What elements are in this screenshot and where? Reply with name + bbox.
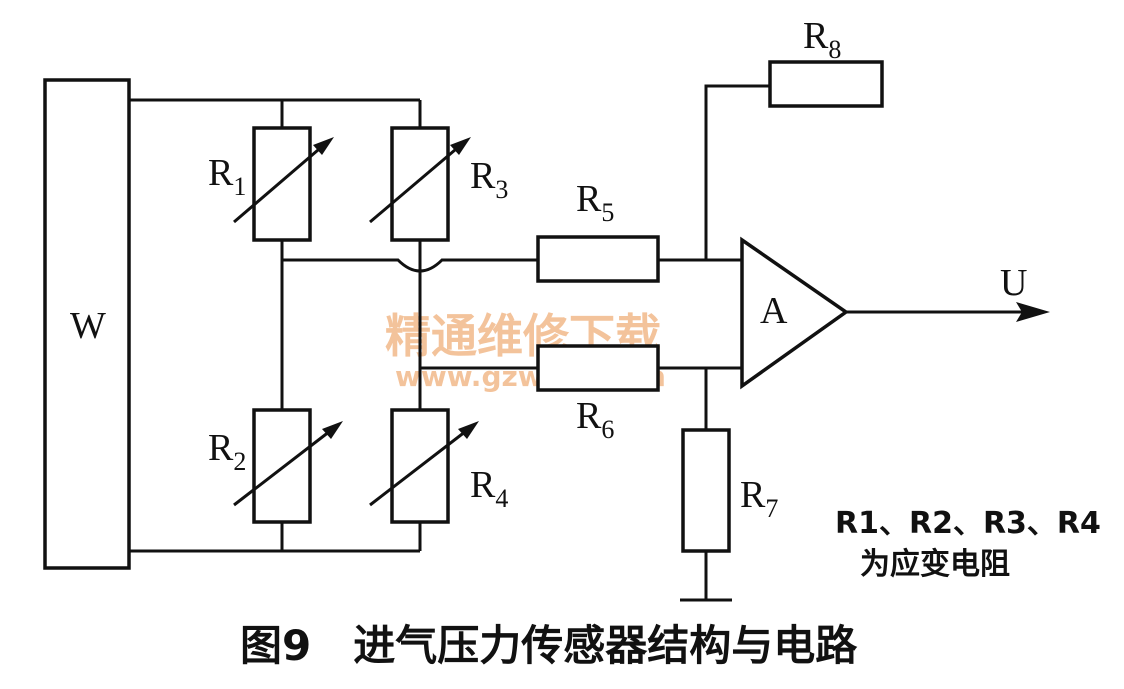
resistor-r7 [681,428,731,553]
figure-caption: 图9 进气压力传感器结构与电路 [240,621,858,670]
r3-adjust-arrow-icon [450,137,471,155]
resistor-r8 [768,60,884,108]
r7-label: R7 [740,474,778,523]
r4-adjust-arrow-icon [458,421,479,439]
resistor-r3 [369,126,471,242]
bridge-to-r5-wire [282,258,538,273]
r1-label: R1 [208,152,246,201]
note-line-2: 为应变电阻 [860,547,1010,582]
w-label: W [70,305,106,347]
resistor-r6 [536,344,660,392]
resistor-r1 [233,126,334,242]
r5-label: R5 [576,178,614,227]
r4-label: R4 [470,464,508,513]
r2-label: R2 [208,427,246,476]
r1-adjust-arrow-icon [313,137,334,155]
output-u-label: U [1000,262,1027,304]
output-arrowhead [1016,302,1050,322]
r3-label: R3 [470,155,508,204]
resistor-r2 [233,408,343,524]
r2-adjust-arrow-icon [322,421,343,439]
resistor-r4 [369,408,479,524]
r8-label: R8 [803,15,841,64]
wires [130,84,1050,602]
note-line-1: R1、R2、R3、R4 [835,506,1101,541]
amplifier-a [740,236,850,390]
r6-label: R6 [576,395,614,444]
amplifier-label: A [760,290,788,332]
feedback-r8-wire [704,84,770,260]
w-block [43,78,131,570]
resistor-r5 [536,235,660,283]
